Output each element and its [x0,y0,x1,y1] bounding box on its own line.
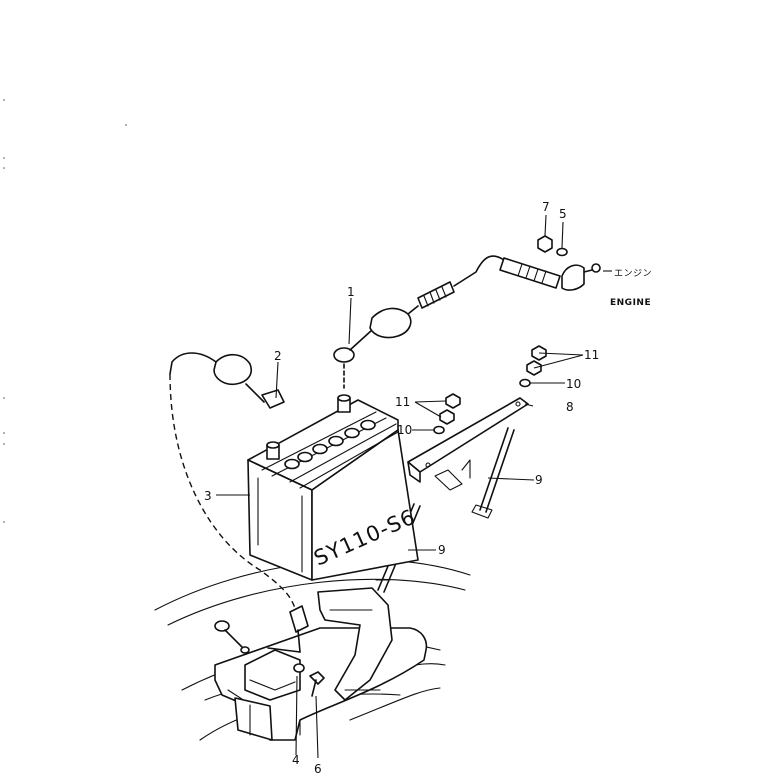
engine-label-english: ENGINE [610,298,651,308]
callout-9-right: 9 [535,473,543,487]
callout-2: 2 [274,349,282,363]
callout-1: 1 [347,285,355,299]
battery-terminal-positive [337,394,351,413]
callout-10-middle: 10 [397,423,412,437]
callout-11-right: 11 [584,348,599,362]
callout-10-right: 10 [566,377,581,391]
callout-4: 4 [292,753,300,767]
engine-label: エンジン ENGINE [610,269,652,308]
callout-3: 3 [204,489,212,503]
battery-tray [214,587,428,741]
scan-marks [3,99,127,523]
hold-down-bracket [407,397,529,491]
callout-7: 7 [542,200,550,214]
callout-9-left: 9 [438,543,446,557]
callout-6: 6 [314,762,322,773]
battery-terminal-negative [266,441,280,460]
cell-caps [284,419,376,470]
positive-cable [333,255,601,389]
callout-11-middle: 11 [395,395,410,409]
callout-5: 5 [559,207,567,221]
callout-8: 8 [566,400,574,414]
negative-cable [169,352,309,653]
callout-numbers: 1 2 3 4 5 6 7 8 9 9 10 10 11 11 [204,200,599,773]
battery: SY110-S6 [247,394,419,581]
leader-lines [216,214,612,759]
engine-label-japanese: エンジン [614,269,652,279]
